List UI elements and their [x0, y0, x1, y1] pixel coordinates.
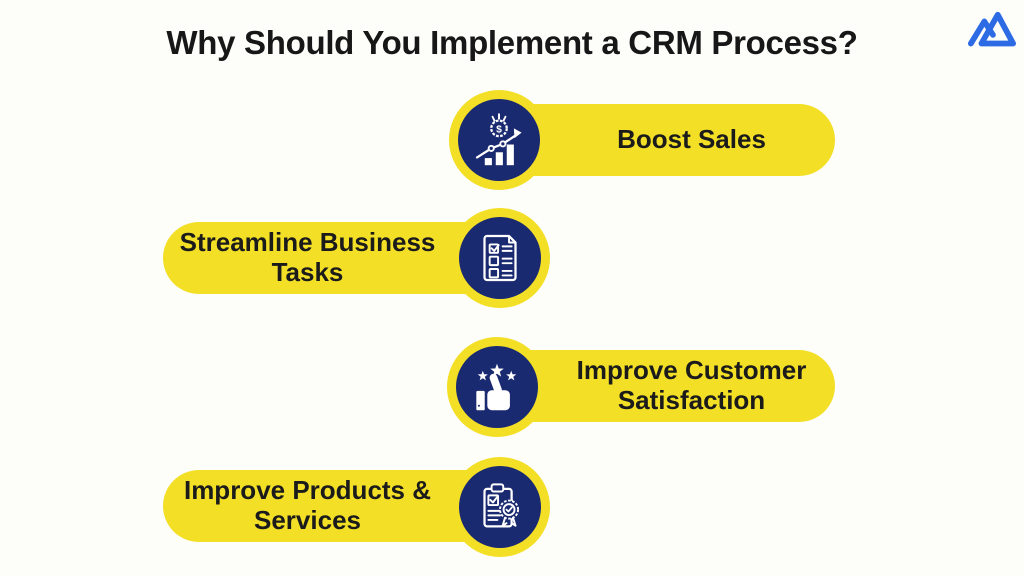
sales-growth-icon: $ [458, 99, 540, 181]
benefit-badge [450, 208, 550, 308]
page-title: Why Should You Implement a CRM Process? [166, 24, 858, 61]
benefit-label: Streamline Business Tasks [179, 227, 436, 287]
svg-text:$: $ [496, 124, 502, 135]
benefit-pill-customer-satisfaction: Improve Customer Satisfaction [490, 350, 835, 422]
benefit-label: Boost Sales [617, 124, 766, 155]
benefit-label: Improve Customer Satisfaction [576, 355, 807, 415]
checklist-icon [459, 217, 541, 299]
certificate-award-icon [459, 466, 541, 548]
thumbs-up-stars-icon [456, 346, 538, 428]
benefit-label: Improve Products & Services [183, 475, 432, 535]
mountain-logo [968, 8, 1016, 52]
benefit-badge: $ [449, 90, 549, 190]
benefit-badge [447, 337, 547, 437]
benefit-badge [450, 457, 550, 557]
